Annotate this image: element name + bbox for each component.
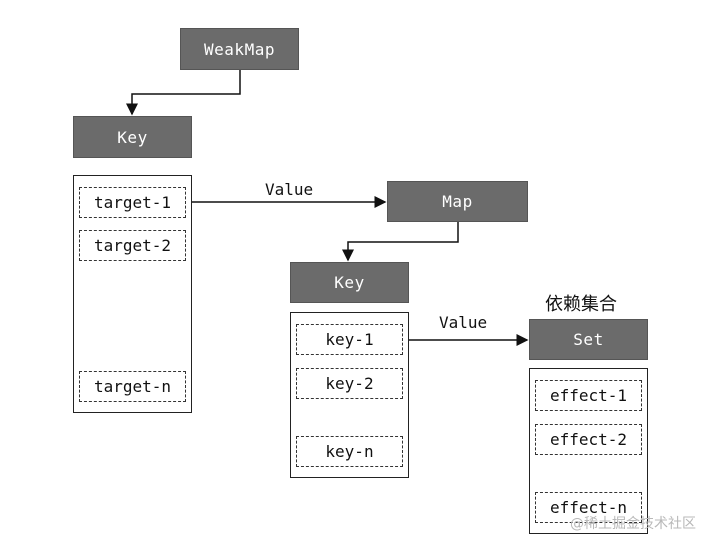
- key-header-level1: Key: [73, 116, 192, 158]
- set-label: Set: [573, 330, 604, 349]
- watermark-text: @稀土掘金技术社区: [570, 516, 696, 532]
- effect-item-n: effect-n: [535, 492, 642, 523]
- key-item-1-label: key-1: [325, 330, 374, 349]
- value-label-level1: Value: [265, 180, 314, 199]
- effect-item-2-label: effect-2: [549, 430, 628, 449]
- key-item-1: key-1: [296, 324, 403, 355]
- effect-item-2: effect-2: [535, 424, 642, 455]
- effect-item-n-label: effect-n: [549, 498, 628, 517]
- set-node: Set: [529, 319, 648, 360]
- key-item-n: key-n: [296, 436, 403, 467]
- target-item-2-label: target-2: [93, 236, 172, 255]
- map-node: Map: [387, 181, 528, 222]
- target-item-2: target-2: [79, 230, 186, 261]
- key-item-2-label: key-2: [325, 374, 374, 393]
- target-item-1: target-1: [79, 187, 186, 218]
- value-label-level2: Value: [439, 313, 488, 332]
- map-label: Map: [442, 192, 473, 211]
- dependency-set-caption: 依赖集合: [545, 294, 617, 315]
- effect-item-1: effect-1: [535, 380, 642, 411]
- map-to-key-arrow: [342, 222, 459, 262]
- key-item-n-label: key-n: [325, 442, 374, 461]
- weakmap-node: WeakMap: [180, 28, 299, 70]
- target-item-n: target-n: [79, 371, 186, 402]
- target-item-n-label: target-n: [93, 377, 172, 396]
- weakmap-label: WeakMap: [204, 39, 275, 59]
- key-header-level2-label: Key: [334, 273, 365, 292]
- target-item-1-label: target-1: [93, 193, 172, 212]
- key-header-level2: Key: [290, 262, 409, 303]
- key-header-level1-label: Key: [117, 127, 148, 147]
- effect-item-1-label: effect-1: [549, 386, 628, 405]
- weakmap-to-key-arrow: [126, 70, 241, 116]
- key-item-2: key-2: [296, 368, 403, 399]
